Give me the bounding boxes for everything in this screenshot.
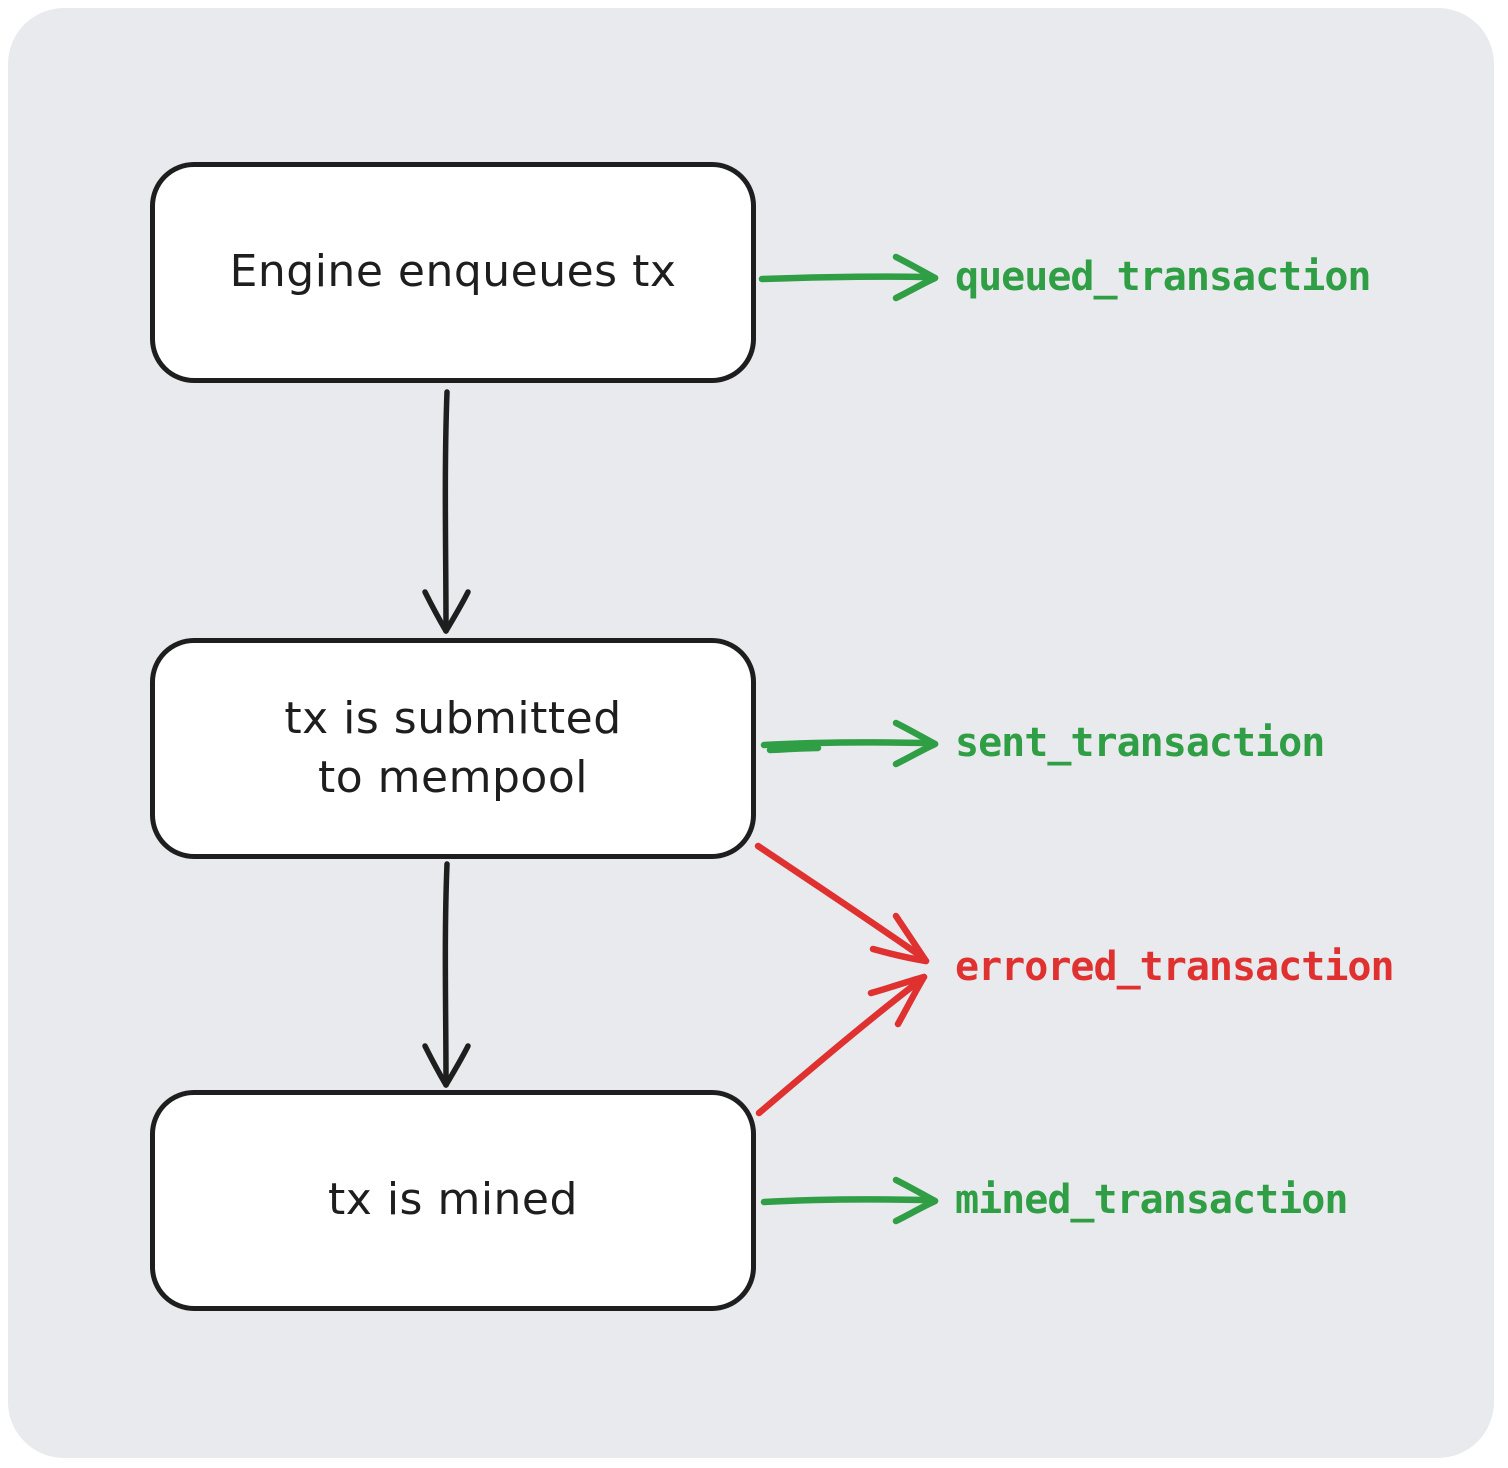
node-label: tx is mined — [328, 1174, 578, 1226]
node-tx-submitted-to-mempool: tx is submitted to mempool — [150, 638, 756, 859]
node-label: Engine enqueues tx — [229, 246, 677, 298]
event-label-errored-transaction: errored_transaction — [955, 944, 1395, 990]
event-label-sent-transaction: sent_transaction — [955, 720, 1325, 766]
node-tx-is-mined: tx is mined — [150, 1090, 756, 1311]
node-label: tx is submitted to mempool — [284, 693, 622, 803]
node-engine-enqueues-tx: Engine enqueues tx — [150, 162, 756, 383]
event-label-mined-transaction: mined_transaction — [955, 1177, 1348, 1223]
event-label-queued-transaction: queued_transaction — [955, 254, 1371, 300]
